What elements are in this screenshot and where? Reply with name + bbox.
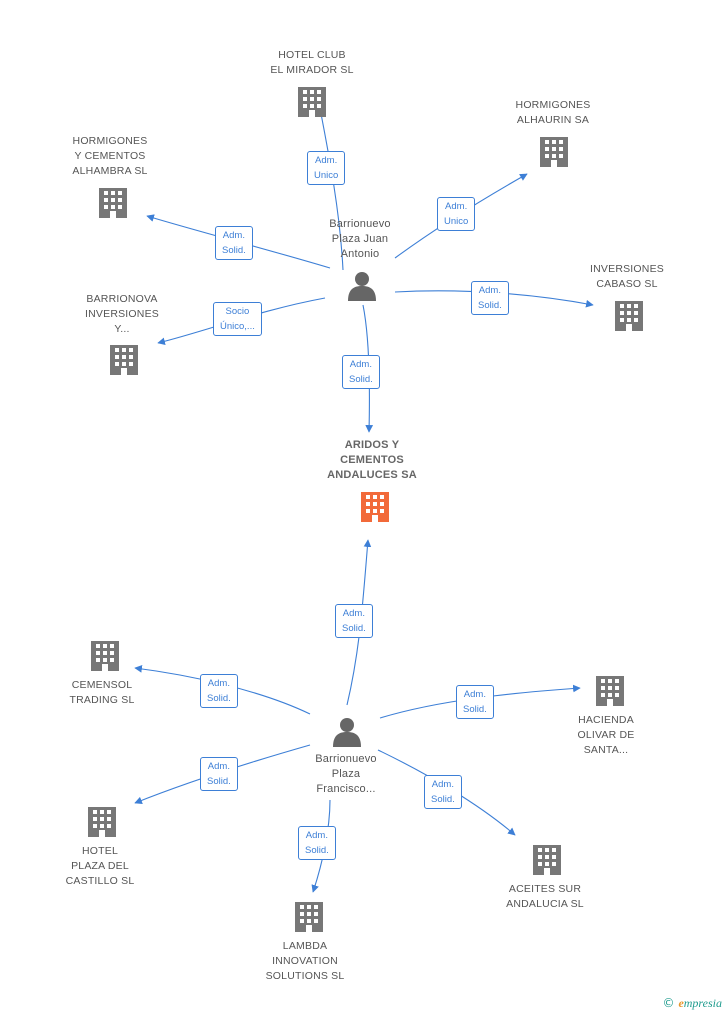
building-icon [596,676,624,706]
edge-label-adm-solid[interactable]: Adm. Solid. [298,826,336,860]
node-label-person-francisco[interactable]: Barrionuevo Plaza Francisco... [315,753,377,795]
building-icon [540,137,568,167]
node-label-hotel-plaza[interactable]: HOTEL PLAZA DEL CASTILLO SL [65,845,135,887]
building-icon-highlight [361,492,389,522]
brand-first-letter: e [678,996,684,1010]
brand-logo: ©empresia [662,996,722,1011]
node-label-hormigones-alhambra[interactable]: HORMIGONES Y CEMENTOS ALHAMBRA SL [72,135,148,177]
node-label-cemensol[interactable]: CEMENSOL TRADING SL [69,679,135,706]
node-label-aceites[interactable]: ACEITES SUR ANDALUCIA SL [506,883,584,910]
edge-label-adm-solid[interactable]: Adm. Solid. [424,775,462,809]
edge-label-adm-solid[interactable]: Adm. Solid. [200,674,238,708]
building-icon [295,902,323,932]
building-icon [110,345,138,375]
edge-label-adm-solid[interactable]: Adm. Solid. [342,355,380,389]
node-label-barrionova[interactable]: BARRIONOVA INVERSIONES Y... [85,293,159,335]
edge-label-adm-solid[interactable]: Adm. Solid. [200,757,238,791]
edge-label-adm-unico[interactable]: Adm. Unico [437,197,476,231]
person-icon [333,718,361,747]
edge-label-adm-solid[interactable]: Adm. Solid. [215,226,253,260]
building-icon [298,87,326,117]
edge-label-adm-unico[interactable]: Adm. Unico [307,151,346,185]
copyright-icon: © [662,996,675,1010]
node-label-hacienda[interactable]: HACIENDA OLIVAR DE SANTA... [577,714,635,756]
building-icon [533,845,561,875]
edge-label-socio-unico[interactable]: Socio Único,... [213,302,262,336]
brand-name: mpresia [683,996,722,1010]
node-label-inversiones-cabaso[interactable]: INVERSIONES CABASO SL [590,263,664,290]
node-label-hotel-club[interactable]: HOTEL CLUB EL MIRADOR SL [270,49,354,76]
node-label-aridos[interactable]: ARIDOS Y CEMENTOS ANDALUCES SA [327,439,417,481]
node-label-hormigones-alhaurin[interactable]: HORMIGONES ALHAURIN SA [515,99,591,126]
building-icon [615,301,643,331]
person-icon [348,272,376,301]
edge-label-adm-solid[interactable]: Adm. Solid. [456,685,494,719]
edge-label-adm-solid[interactable]: Adm. Solid. [335,604,373,638]
building-icon [88,807,116,837]
building-icon [91,641,119,671]
node-label-lambda[interactable]: LAMBDA INNOVATION SOLUTIONS SL [265,940,345,982]
building-icon [99,188,127,218]
edge-label-adm-solid[interactable]: Adm. Solid. [471,281,509,315]
node-label-person-juan-antonio[interactable]: Barrionuevo Plaza Juan Antonio [329,218,391,260]
